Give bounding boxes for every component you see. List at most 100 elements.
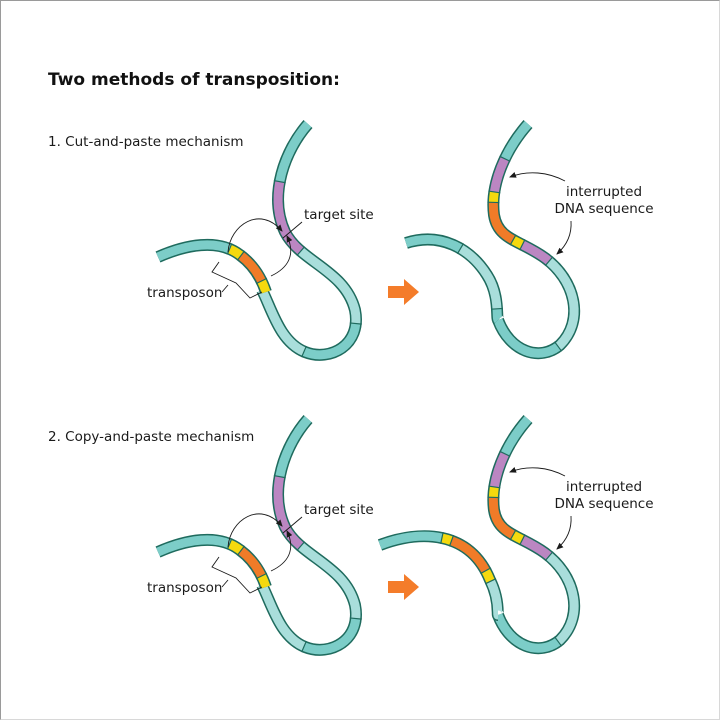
segment-divider: [440, 532, 444, 544]
segment-divider: [273, 179, 286, 184]
target-site-segment: [257, 416, 361, 655]
panel-cut-and-paste: 1. Cut-and-paste mechanism transposon tar…: [48, 120, 654, 361]
interrupted-label-line2: DNA sequence: [554, 496, 653, 512]
panel-heading: 2. Copy-and-paste mechanism: [48, 429, 254, 445]
donor-dna-strand: [155, 238, 272, 294]
transposon-bracket: [211, 556, 263, 594]
segment-divider: [226, 243, 233, 255]
interrupted-target-segment: [488, 416, 579, 653]
direct-repeat: [156, 535, 271, 589]
strand-segment: [257, 416, 361, 655]
segment-divider: [519, 239, 526, 251]
segment-divider: [480, 567, 492, 575]
direct-repeat: [156, 240, 271, 294]
pointer-arrow-upper: [509, 467, 566, 477]
strand-segment: [257, 416, 361, 655]
pointer-arrow-lower: [556, 515, 572, 550]
segment-divider: [509, 529, 517, 541]
strand-outline: [404, 233, 504, 325]
strand-segment: [378, 531, 503, 620]
segment-divider: [301, 640, 307, 653]
diagram-title: Two methods of transposition:: [48, 70, 340, 90]
segment-divider: [448, 534, 455, 547]
segment-divider: [255, 277, 268, 285]
strand-segment: [404, 235, 503, 324]
recipient-dna-strand: [487, 120, 581, 360]
segment-divider: [554, 341, 563, 352]
pointer-arrow-upper: [509, 172, 566, 182]
strand-segment: [156, 535, 271, 589]
segment-divider: [236, 545, 245, 556]
target-site-segment: [257, 121, 361, 360]
transposon-label: transposon: [147, 285, 222, 301]
strand-segment: [404, 235, 503, 324]
target-site-leader: [282, 221, 303, 239]
right-arrow-icon: [388, 279, 419, 305]
segment-divider: [255, 572, 268, 580]
transposon-label: transposon: [147, 580, 222, 596]
transposon-segment: [156, 535, 271, 589]
donor-dna-strand: [155, 533, 272, 589]
insertion-arrow: [227, 513, 283, 548]
strand-segment: [488, 416, 579, 653]
target-dna-strand: [256, 415, 362, 656]
segment-divider: [349, 322, 362, 325]
target-dna-strand: [256, 120, 362, 361]
target-site-leader: [282, 516, 303, 534]
before-diagram: transposon target site: [147, 120, 374, 361]
segment-divider: [490, 307, 504, 310]
segment-divider: [273, 474, 286, 479]
panel-heading: 1. Cut-and-paste mechanism: [48, 134, 244, 150]
segment-divider: [509, 234, 517, 246]
insertion-arrow: [270, 235, 293, 277]
donor-dna-strand: [377, 530, 504, 621]
segment-divider: [226, 538, 233, 550]
interrupted-label-line1: interrupted: [566, 479, 642, 495]
segment-divider: [296, 246, 306, 257]
segment-divider: [236, 250, 245, 261]
segment-divider: [554, 636, 563, 647]
direct-repeat: [378, 531, 503, 620]
transposon-bracket: [211, 261, 263, 299]
segment-divider: [456, 243, 465, 255]
segment-divider: [488, 190, 501, 194]
transposon-leader-line: [221, 579, 229, 588]
strand-segment: [404, 235, 503, 324]
interrupted-target-segment: [488, 121, 579, 358]
panel-copy-and-paste: 2. Copy-and-paste mechanism transposonta…: [48, 415, 654, 656]
segment-divider: [519, 534, 526, 546]
direct-repeat: [378, 531, 503, 620]
retained-transposon-segment: [378, 531, 503, 620]
strand-segment: [257, 121, 361, 360]
strand-outline: [377, 530, 504, 621]
segment-divider: [544, 256, 554, 267]
segment-divider: [349, 617, 362, 620]
transposon-segment: [156, 240, 271, 294]
donor-dna-strand: [404, 233, 504, 325]
strand-segment: [257, 121, 361, 360]
segment-divider: [484, 578, 497, 585]
recipient-dna-strand: [487, 415, 581, 655]
strand-segment: [156, 240, 271, 294]
segment-divider: [499, 155, 511, 162]
segment-divider: [296, 541, 306, 552]
interrupted-label-line2: DNA sequence: [554, 201, 653, 217]
transposon-leader-line: [221, 284, 229, 293]
segment-divider: [488, 485, 501, 489]
insertion-arrow: [227, 218, 283, 253]
interrupted-target-segment: [488, 121, 579, 358]
right-arrow-icon: [388, 574, 419, 600]
strand-segment: [488, 121, 579, 358]
interrupted-target-segment: [488, 416, 579, 653]
interrupted-label-line1: interrupted: [566, 184, 642, 200]
target-site-label: target site: [304, 207, 374, 223]
segment-divider: [544, 551, 554, 562]
strand-segment: [378, 531, 503, 620]
segment-divider: [301, 345, 307, 358]
segment-divider: [499, 450, 511, 457]
